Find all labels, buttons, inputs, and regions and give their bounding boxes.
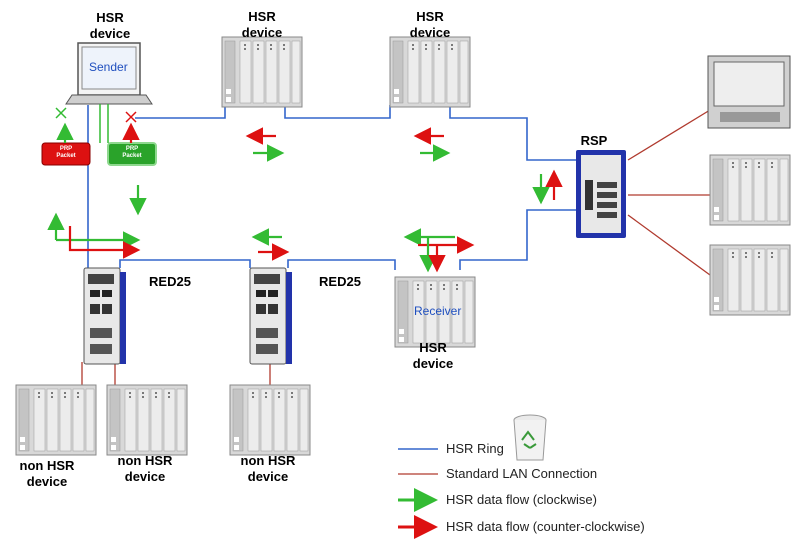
hsr-device-top-mid <box>221 36 303 108</box>
legend-lan: Standard LAN Connection <box>446 466 598 481</box>
monitor-device <box>707 55 791 129</box>
label-hsr-device-top-right: HSR device <box>409 9 451 40</box>
non-hsr-device-1 <box>15 384 97 456</box>
label-non-hsr-device-3: non HSR device <box>240 453 296 484</box>
red25-switch-left <box>83 267 127 365</box>
legend-graphics <box>398 414 547 539</box>
lan-device-3 <box>709 244 791 316</box>
legend-hsr-ring: HSR Ring <box>446 441 504 456</box>
label-red25-right: RED25 <box>319 274 361 289</box>
label-sender: Sender <box>89 60 128 74</box>
label-prp-packet-red: PRP Packet <box>56 146 76 159</box>
recycle-bin-icon <box>513 414 547 461</box>
label-hsr-device-receiver: HSR device <box>412 340 454 371</box>
hsr-ring-lines <box>87 105 578 270</box>
red25-switch-right <box>249 267 293 365</box>
lan-lines <box>81 109 711 385</box>
label-red25-left: RED25 <box>149 274 191 289</box>
non-hsr-device-3 <box>229 384 311 456</box>
sender-laptop <box>65 42 153 105</box>
label-hsr-device-top-mid: HSR device <box>241 9 283 40</box>
lan-device-2 <box>709 154 791 226</box>
label-prp-packet-green: PRP Packet <box>122 146 142 159</box>
legend-ccw: HSR data flow (counter-clockwise) <box>446 519 645 534</box>
label-rsp: RSP <box>580 133 608 148</box>
flow-arrows <box>47 122 563 273</box>
rsp-switch <box>576 150 626 238</box>
non-hsr-device-2 <box>106 384 188 456</box>
label-hsr-device-sender: HSR device <box>89 10 131 41</box>
hsr-device-top-right <box>389 36 471 108</box>
label-non-hsr-device-1: non HSR device <box>19 458 75 489</box>
label-receiver: Receiver <box>414 304 462 318</box>
label-non-hsr-device-2: non HSR device <box>117 453 173 484</box>
legend-cw: HSR data flow (clockwise) <box>446 492 597 507</box>
